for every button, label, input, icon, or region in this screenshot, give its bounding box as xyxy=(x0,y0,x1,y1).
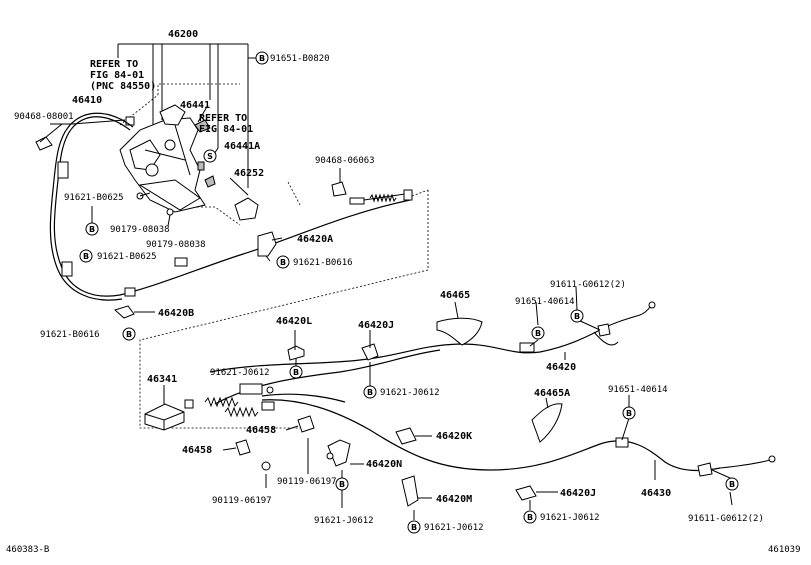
label-90119-06197-right: 90119-06197 xyxy=(277,477,337,487)
label-refer1-line3: (PNC 84550) xyxy=(90,81,156,92)
label-90119-06197-left: 90119-06197 xyxy=(212,496,272,506)
svg-text:B: B xyxy=(626,409,632,418)
svg-text:B: B xyxy=(280,258,286,267)
label-46441a: 46441A xyxy=(224,141,260,152)
label-91621-b0616-lower: 91621-B0616 xyxy=(40,330,100,340)
svg-text:B: B xyxy=(293,368,299,377)
label-91621-b0625-lower: 91621-B0625 xyxy=(97,252,157,262)
label-46420j-upper: 46420J xyxy=(358,320,394,331)
svg-text:B: B xyxy=(259,54,265,63)
label-91621-b0625-upper: 91621-B0625 xyxy=(64,193,124,203)
svg-text:B: B xyxy=(527,513,533,522)
label-46252: 46252 xyxy=(234,168,264,179)
lever-small-parts xyxy=(35,119,347,221)
label-46420k: 46420K xyxy=(436,431,472,442)
front-cable-46410 xyxy=(49,112,413,301)
label-91621-j0612-bottom-left: 91621-J0612 xyxy=(314,516,374,526)
badge-b-91651-40614a: B xyxy=(531,326,545,340)
svg-text:B: B xyxy=(411,523,417,532)
svg-text:S: S xyxy=(207,152,213,161)
footer-left-code: 460383-B xyxy=(6,545,49,555)
svg-text:B: B xyxy=(339,480,345,489)
label-46200: 46200 xyxy=(168,29,198,40)
label-refer1-line2: FIG 84-01 xyxy=(90,70,144,81)
svg-text:B: B xyxy=(83,252,89,261)
label-46420l: 46420L xyxy=(276,316,312,327)
label-46465: 46465 xyxy=(440,290,470,301)
label-refer1-line1: REFER TO xyxy=(90,59,138,70)
label-46458-upper: 46458 xyxy=(246,425,276,436)
svg-text:B: B xyxy=(535,329,541,338)
label-refer2-line2: FIG 84-01 xyxy=(199,124,253,135)
label-91621-b0616-upper: 91621-B0616 xyxy=(293,258,353,268)
label-90179-08038-upper: 90179-08038 xyxy=(110,225,170,235)
badge-b-91621-j0612b: B xyxy=(363,385,377,399)
label-46420a: 46420A xyxy=(297,234,333,245)
badge-b-91611-g0612a: B xyxy=(570,309,584,323)
label-46441: 46441 xyxy=(180,100,210,111)
label-90468-06063: 90468-06063 xyxy=(315,156,375,166)
badge-b-91621-j0612c: B xyxy=(335,477,349,491)
dashed-outline-lower xyxy=(139,189,429,429)
footer-right-code: 461039 xyxy=(768,545,801,555)
label-46341: 46341 xyxy=(147,374,177,385)
label-46420b: 46420B xyxy=(158,308,194,319)
label-46465a: 46465A xyxy=(534,388,570,399)
svg-text:B: B xyxy=(729,480,735,489)
badge-b-91651-b0820: B xyxy=(255,51,269,65)
badge-b-91621-b0625a: B xyxy=(85,222,99,236)
part-46341 xyxy=(144,399,194,431)
equalizer-springs xyxy=(204,383,275,418)
lower-brackets xyxy=(235,343,537,507)
svg-text:B: B xyxy=(126,330,132,339)
brake-lever-assembly xyxy=(119,104,206,213)
badge-b-91621-b0616b: B xyxy=(122,327,136,341)
bracket-46200 xyxy=(117,43,258,188)
leader-lines xyxy=(39,104,733,520)
badge-s-46441: S xyxy=(203,149,217,163)
label-91651-40614-upper: 91651-40614 xyxy=(515,297,575,307)
label-46458-lower: 46458 xyxy=(182,445,212,456)
badge-b-91651-40614b: B xyxy=(622,406,636,420)
badge-b-91621-b0616a: B xyxy=(276,255,290,269)
badge-b-91621-j0612a: B xyxy=(289,365,303,379)
label-91611-g0612-upper: 91611-G0612(2) xyxy=(550,280,626,290)
label-91651-40614-lower: 91651-40614 xyxy=(608,385,668,395)
label-refer2-line1: REFER TO xyxy=(199,113,247,124)
label-91611-g0612-lower: 91611-G0612(2) xyxy=(688,514,764,524)
rear-cable-46430 xyxy=(261,393,776,477)
label-91621-j0612-bottom-mid: 91621-J0612 xyxy=(424,523,484,533)
label-46420j-lower: 46420J xyxy=(560,488,596,499)
badge-b-91621-b0625b: B xyxy=(79,249,93,263)
label-91621-j0612-mid: 91621-J0612 xyxy=(380,388,440,398)
label-46430: 46430 xyxy=(641,488,671,499)
label-46420m: 46420M xyxy=(436,494,472,505)
svg-text:B: B xyxy=(89,225,95,234)
label-46420: 46420 xyxy=(546,362,576,373)
part-labels: 46200 REFER TO FIG 84-01 (PNC 84550) 916… xyxy=(6,29,801,555)
label-46410: 46410 xyxy=(72,95,102,106)
insulator-46465 xyxy=(436,317,563,443)
label-46420n: 46420N xyxy=(366,459,402,470)
badge-b-91621-j0612d: B xyxy=(407,520,421,534)
label-90468-08001: 90468-08001 xyxy=(14,112,74,122)
badge-b-91621-j0612e: B xyxy=(523,510,537,524)
label-90179-08038-lower: 90179-08038 xyxy=(146,240,206,250)
label-91621-j0612-bottom-right: 91621-J0612 xyxy=(540,513,600,523)
cable-clips xyxy=(114,231,277,319)
svg-text:B: B xyxy=(367,388,373,397)
label-91621-j0612-left: 91621-J0612 xyxy=(210,368,270,378)
badge-b-91611-g0612b: B xyxy=(725,477,739,491)
svg-text:B: B xyxy=(574,312,580,321)
label-91651-b0820: 91651-B0820 xyxy=(270,54,330,64)
